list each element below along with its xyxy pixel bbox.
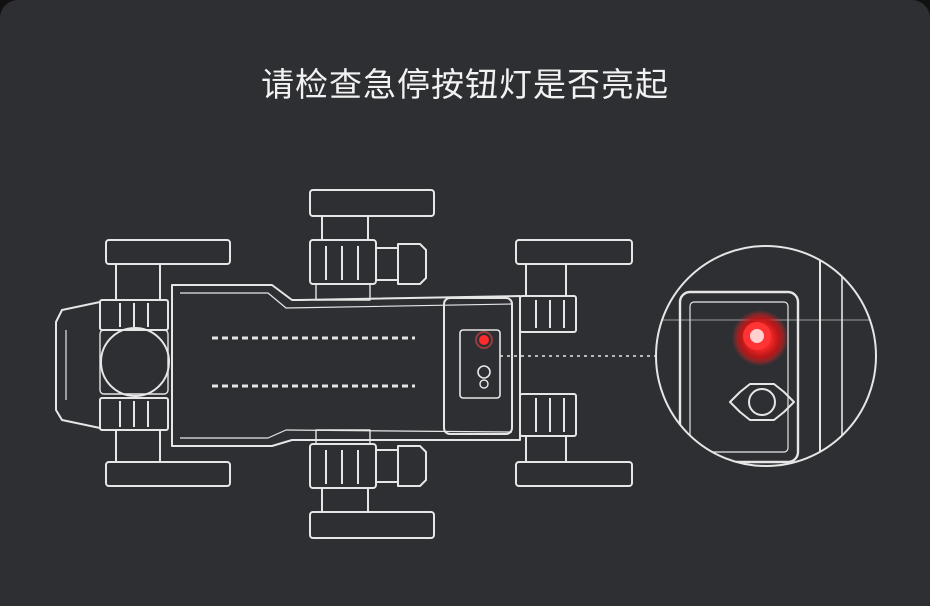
- emergency-stop-light-small-icon: [479, 335, 489, 345]
- wheel-front-right: [515, 393, 633, 487]
- charging-port-icon: [729, 383, 795, 421]
- emergency-stop-light-icon: [732, 310, 788, 366]
- wheel-front-left: [515, 239, 633, 333]
- instruction-title: 请检查急停按钮灯是否亮起: [261, 65, 669, 104]
- robot-body: [55, 284, 521, 447]
- magnifier-callout-icon: [655, 245, 877, 467]
- wheel-rear-left: [99, 239, 231, 331]
- wheel-mid-bottom: [309, 429, 435, 539]
- wheel-mid-top: [309, 189, 435, 301]
- wheel-rear-right: [99, 397, 231, 487]
